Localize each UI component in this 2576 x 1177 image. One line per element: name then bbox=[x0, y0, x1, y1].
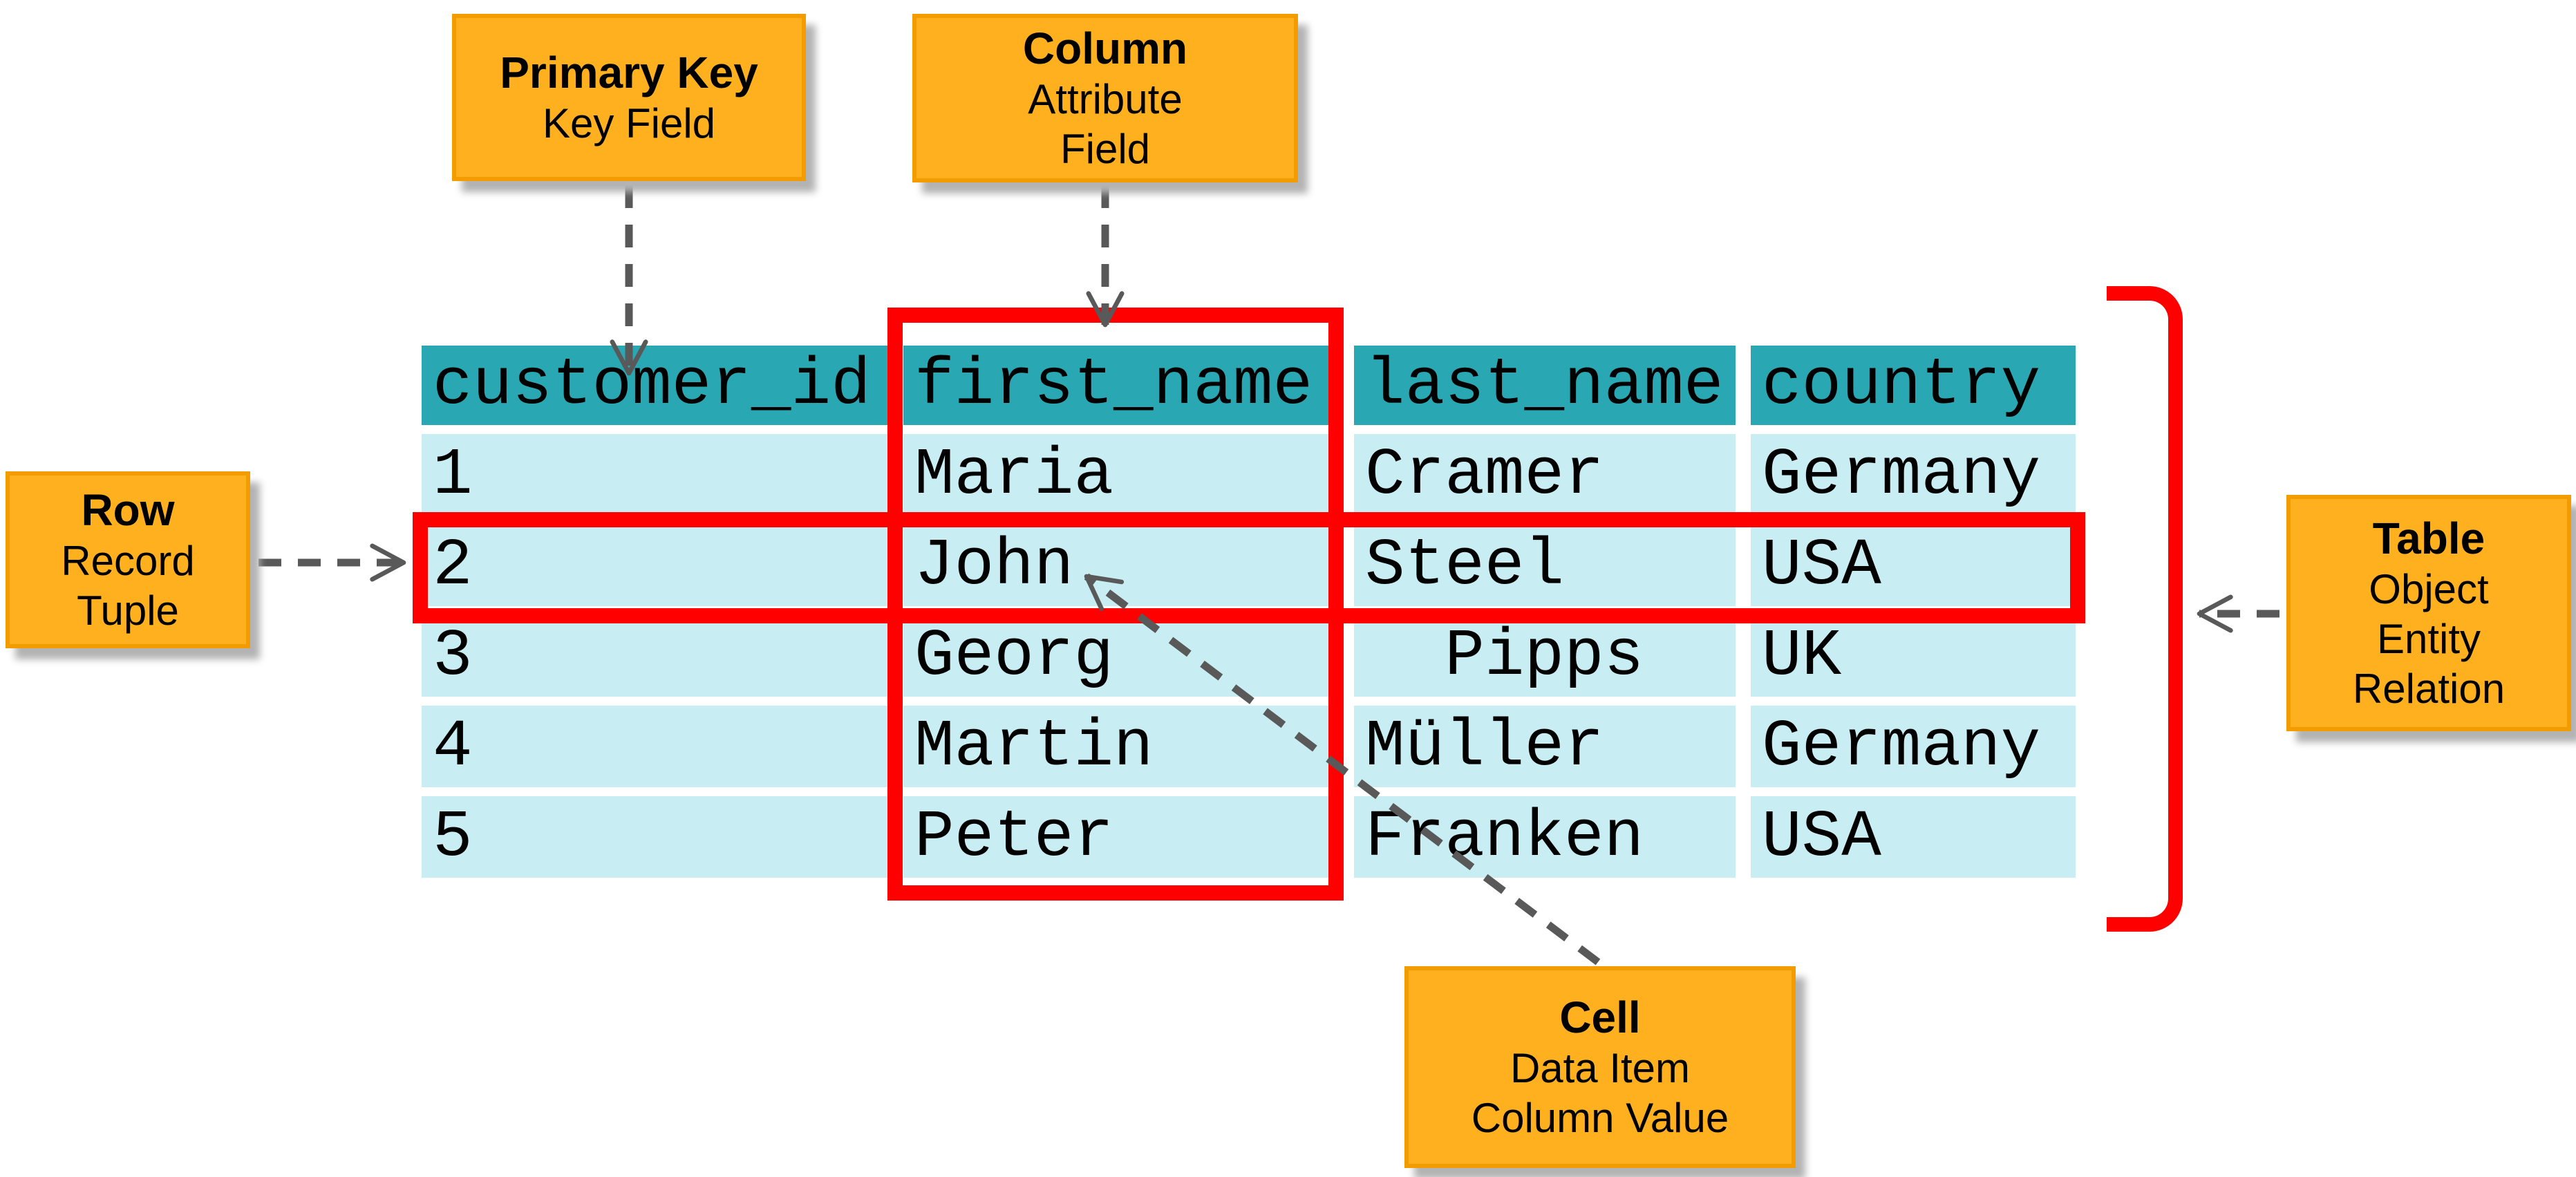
table-cell: 5 bbox=[422, 796, 888, 878]
table-cell: USA bbox=[1751, 796, 2076, 878]
callout-title: Cell bbox=[1559, 992, 1641, 1042]
callout-title: Table bbox=[2372, 513, 2485, 563]
table-cell: UK bbox=[1751, 615, 2076, 697]
callout-table: Table Object Entity Relation bbox=[2286, 495, 2571, 731]
table-cell: Cramer bbox=[1354, 434, 1736, 516]
table-cell: Franken bbox=[1354, 796, 1736, 878]
callout-title: Row bbox=[81, 484, 175, 535]
table-cell: 3 bbox=[422, 615, 888, 697]
table-cell: Germany bbox=[1751, 434, 2076, 516]
column-header: customer_id bbox=[422, 346, 888, 425]
callout-line: Key Field bbox=[542, 100, 716, 147]
callout-title: Primary Key bbox=[500, 47, 758, 97]
callout-cell: Cell Data Item Column Value bbox=[1404, 966, 1796, 1168]
callout-row: Row Record Tuple bbox=[6, 471, 250, 648]
callout-primary-key: Primary Key Key Field bbox=[452, 14, 806, 181]
table-cell: Müller bbox=[1354, 706, 1736, 787]
row-highlight-box bbox=[413, 512, 2085, 623]
callout-line: Data Item bbox=[1510, 1045, 1691, 1092]
column-header: first_name bbox=[903, 346, 1339, 425]
column-header: last_name bbox=[1354, 346, 1736, 425]
table-cell: USA bbox=[1751, 525, 2076, 606]
callout-line: Tuple bbox=[77, 587, 179, 634]
table-cell: Maria bbox=[903, 434, 1339, 516]
callout-line: Object bbox=[2369, 566, 2489, 613]
table-bracket bbox=[2107, 286, 2183, 932]
table-cell: 4 bbox=[422, 706, 888, 787]
callout-line: Attribute bbox=[1028, 76, 1183, 123]
table-cell: 1 bbox=[422, 434, 888, 516]
table-cell: 2 bbox=[422, 525, 888, 606]
callout-column: Column Attribute Field bbox=[912, 14, 1298, 182]
callout-line: Record bbox=[61, 538, 195, 585]
column-header: country bbox=[1751, 346, 2076, 425]
callout-title: Column bbox=[1022, 23, 1188, 73]
table-cell: Pipps bbox=[1354, 615, 1736, 697]
callout-line: Column Value bbox=[1471, 1095, 1729, 1142]
callout-line: Entity bbox=[2376, 616, 2481, 663]
callout-line: Field bbox=[1060, 126, 1151, 173]
table-cell: Germany bbox=[1751, 706, 2076, 787]
callout-line: Relation bbox=[2352, 666, 2506, 713]
